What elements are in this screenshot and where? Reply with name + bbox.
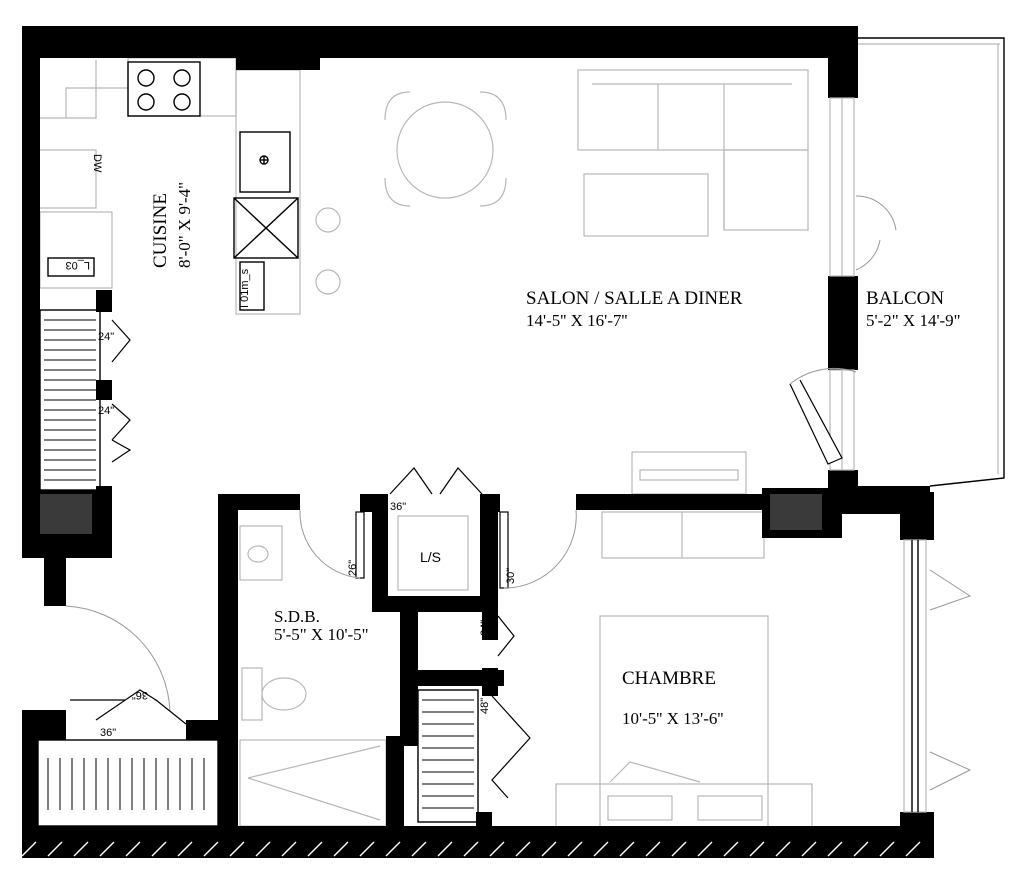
door-dimensions: 24" 24" 36" 26" 30" 24" 48" 36" 36" [98, 331, 517, 739]
exterior-hatch [21, 841, 921, 857]
closet-a-dim: 24" [98, 331, 114, 343]
ls-door-dim: 36" [390, 501, 406, 513]
sdb-label: S.D.B. [274, 607, 320, 626]
walls [22, 26, 934, 858]
sdb-dims: 5'-5" X 10'-5" [274, 625, 369, 644]
cuisine-dims: 8'-0" X 9'-4" [175, 182, 194, 268]
entry-closet-dim: 36" [132, 689, 148, 701]
balcon-dims: 5'-2" X 14'-9" [866, 311, 961, 330]
salon-label: SALON / SALLE A DINER [526, 288, 743, 309]
fixture-labels: L/S DW L_03 I 01m_s [66, 154, 442, 565]
kitchen-sink [239, 131, 291, 193]
bed-closet-dim: 48" [479, 698, 491, 714]
island-box [233, 197, 299, 259]
dw-label: DW [91, 154, 103, 173]
o1m-label: I 01m_s [239, 268, 251, 308]
doors [65, 195, 972, 799]
ls-label: L/S [420, 549, 441, 565]
chambre-label: CHAMBRE [622, 668, 716, 689]
furniture [37, 57, 813, 829]
cuisine-label: CUISINE [150, 193, 171, 268]
o1m-box [239, 261, 265, 311]
balcony-outline [858, 37, 1005, 487]
stove [127, 61, 201, 117]
chambre-dims: 10'-5'' X 13'-6'' [622, 709, 723, 728]
bath-door-dim: 26" [347, 560, 359, 576]
room-labels: CUISINE 8'-0" X 9'-4" SALON / SALLE A DI… [150, 182, 961, 728]
lo3-label: L_03 [66, 259, 90, 271]
closet-b-dim: 24" [98, 405, 114, 417]
lo3-box [47, 257, 95, 277]
hall-closet-dim: 24" [479, 620, 491, 636]
ls-side-dim: 30" [505, 568, 517, 584]
salon-dims: 14'-5'' X 16'-7'' [526, 311, 627, 330]
balcon-label: BALCON [866, 288, 944, 309]
entry-door-dim: 36" [100, 727, 116, 739]
